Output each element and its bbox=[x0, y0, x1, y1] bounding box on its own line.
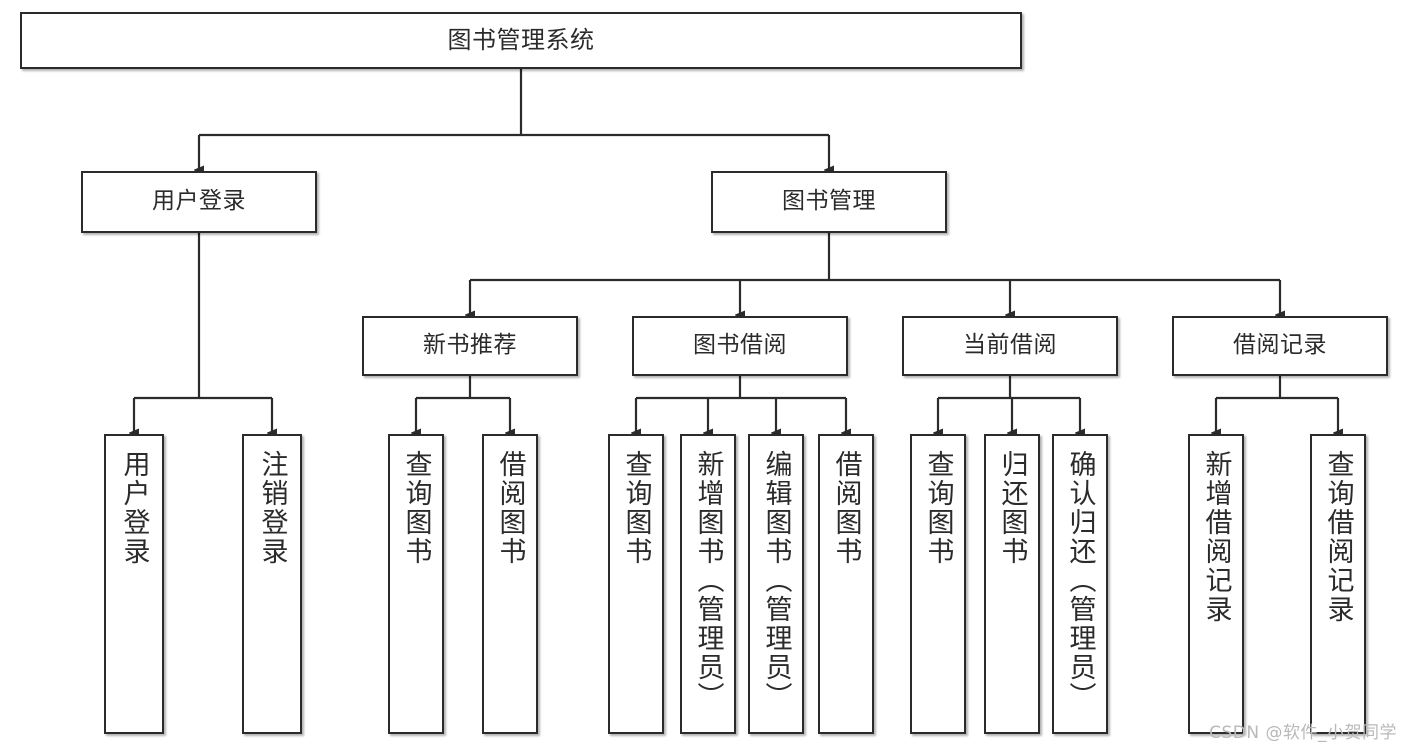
node-leaf-query-record[interactable]: 查询借阅记录 bbox=[1310, 434, 1366, 734]
node-label: 编辑图书（管理员） bbox=[760, 450, 792, 711]
node-label: 查询借阅记录 bbox=[1322, 450, 1354, 624]
node-leaf-user-login[interactable]: 用户登录 bbox=[104, 434, 164, 734]
node-label: 新增图书（管理员） bbox=[692, 450, 724, 711]
node-label: 借阅图书 bbox=[494, 450, 526, 566]
node-label: 查询图书 bbox=[922, 450, 954, 566]
node-leaf-return-book[interactable]: 归还图书 bbox=[984, 434, 1040, 734]
node-book-manage[interactable]: 图书管理 bbox=[711, 171, 947, 233]
node-current-borrow[interactable]: 当前借阅 bbox=[902, 316, 1118, 376]
edge-group bbox=[134, 69, 1338, 433]
node-label: 当前借阅 bbox=[963, 332, 1057, 359]
node-leaf-confirm-return[interactable]: 确认归还（管理员） bbox=[1052, 434, 1108, 734]
node-borrow-record[interactable]: 借阅记录 bbox=[1172, 316, 1388, 376]
node-label: 借阅图书 bbox=[830, 450, 862, 566]
node-label: 新增借阅记录 bbox=[1200, 450, 1232, 624]
node-leaf-borrow-book-2[interactable]: 借阅图书 bbox=[818, 434, 874, 734]
node-label: 图书借阅 bbox=[693, 332, 787, 359]
node-label: 用户登录 bbox=[152, 188, 246, 215]
node-label: 借阅记录 bbox=[1233, 332, 1327, 359]
node-leaf-query-book-2[interactable]: 查询图书 bbox=[608, 434, 664, 734]
node-label: 查询图书 bbox=[620, 450, 652, 566]
node-label: 查询图书 bbox=[400, 450, 432, 566]
node-book-borrow[interactable]: 图书借阅 bbox=[632, 316, 848, 376]
node-leaf-logout[interactable]: 注销登录 bbox=[242, 434, 302, 734]
node-new-book-rec[interactable]: 新书推荐 bbox=[362, 316, 578, 376]
node-label: 用户登录 bbox=[118, 450, 150, 566]
csdn-watermark: CSDN @软件_小贺同学 bbox=[1209, 723, 1397, 743]
node-label: 新书推荐 bbox=[423, 332, 517, 359]
node-leaf-add-record[interactable]: 新增借阅记录 bbox=[1188, 434, 1244, 734]
node-label: 图书管理 bbox=[782, 188, 876, 215]
node-leaf-borrow-book-1[interactable]: 借阅图书 bbox=[482, 434, 538, 734]
node-leaf-query-book-1[interactable]: 查询图书 bbox=[388, 434, 444, 734]
node-root[interactable]: 图书管理系统 bbox=[20, 12, 1022, 69]
node-leaf-add-book[interactable]: 新增图书（管理员） bbox=[680, 434, 736, 734]
node-label: 确认归还（管理员） bbox=[1064, 450, 1096, 711]
node-leaf-edit-book[interactable]: 编辑图书（管理员） bbox=[748, 434, 804, 734]
node-label: 注销登录 bbox=[256, 450, 288, 566]
node-leaf-query-book-3[interactable]: 查询图书 bbox=[910, 434, 966, 734]
node-label: 归还图书 bbox=[996, 450, 1028, 566]
node-label: 图书管理系统 bbox=[447, 26, 595, 55]
node-user-login[interactable]: 用户登录 bbox=[81, 171, 317, 233]
